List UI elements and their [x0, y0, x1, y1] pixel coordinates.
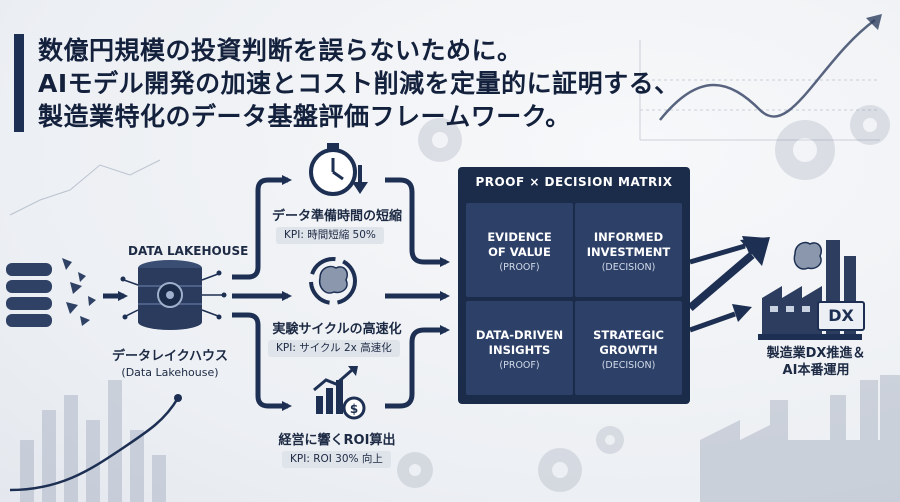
arrow-step1-to-matrix [385, 177, 450, 267]
arrow-matrix-to-dx-upper [689, 243, 746, 265]
stopwatch-icon [309, 143, 368, 196]
factory-icon [758, 240, 865, 340]
cell-3-title-l1: DATA-DRIVEN [475, 328, 564, 342]
arrow-matrix-to-dx-lower [689, 311, 736, 333]
page-title: 数億円規模の投資判断を誤らないために。 AIモデル開発の加速とコスト削減を定量的… [38, 34, 680, 133]
title-line-2: AIモデル開発の加速とコスト削減を定量的に証明する、 [38, 69, 680, 98]
background-bar-chart [20, 380, 166, 502]
database-stack-icon [6, 263, 52, 327]
arrow-to-step-3 [232, 312, 292, 411]
title-accent-bar [14, 34, 24, 132]
step-3-kpi: KPI: ROI 30% 向上 [282, 451, 391, 468]
brain-cycle-icon [309, 257, 357, 305]
outcome-label: 製造業DX推進＆ AI本番運用 [752, 345, 880, 379]
cell-4-sub: (DECISION) [601, 360, 656, 371]
arrow-step3-to-matrix [385, 325, 450, 409]
cell-1-title-l2: OF VALUE [488, 245, 551, 259]
arrow-to-step-1 [232, 175, 292, 280]
dx-badge: DX [828, 306, 854, 325]
background-factory [700, 375, 900, 502]
outcome-label-line-2: AI本番運用 [782, 363, 850, 378]
cell-1-title-l1: EVIDENCE [487, 230, 552, 244]
step-2-label: 実験サイクルの高速化 [272, 322, 402, 337]
step-1-label: データ準備時間の短縮 [271, 209, 402, 224]
gear-icon [397, 105, 890, 492]
cell-3-title-l2: INSIGHTS [488, 343, 551, 357]
lakehouse-label-top: DATA LAKEHOUSE [128, 244, 249, 258]
step-1-kpi: KPI: 時間短縮 50% [276, 227, 384, 244]
outcome-label-line-1: 製造業DX推進＆ [766, 346, 866, 361]
cell-3-sub: (PROOF) [499, 360, 540, 371]
background-trend-line [659, 18, 876, 121]
cell-4-title-l1: STRATEGIC [593, 328, 664, 342]
step-3-label: 経営に響くROI算出 [278, 433, 396, 448]
lakehouse-label-jp: データレイクハウス [111, 349, 229, 364]
roi-chart-icon: $ [313, 366, 366, 420]
data-fragments-icon [62, 258, 96, 326]
step-2-kpi: KPI: サイクル 2x 高速化 [268, 340, 400, 357]
cell-2-title-l1: INFORMED [593, 230, 664, 244]
big-growth-arrow [687, 251, 755, 312]
cell-2-sub: (DECISION) [601, 262, 656, 273]
cell-2-title-l2: INVESTMENT [586, 245, 671, 259]
lakehouse-server-icon [120, 260, 227, 330]
lakehouse-label-en: (Data Lakehouse) [121, 366, 219, 379]
svg-text:$: $ [350, 402, 358, 416]
background-curve [9, 397, 180, 492]
background-sparkline [9, 159, 161, 216]
matrix-title: PROOF × DECISION MATRIX [475, 175, 673, 189]
title-line-3: 製造業特化のデータ基盤評価フレームワーク。 [38, 102, 571, 131]
cell-4-title-l2: GROWTH [599, 343, 658, 357]
title-line-1: 数億円規模の投資判断を誤らないために。 [38, 36, 523, 65]
cell-1-sub: (PROOF) [499, 262, 540, 273]
